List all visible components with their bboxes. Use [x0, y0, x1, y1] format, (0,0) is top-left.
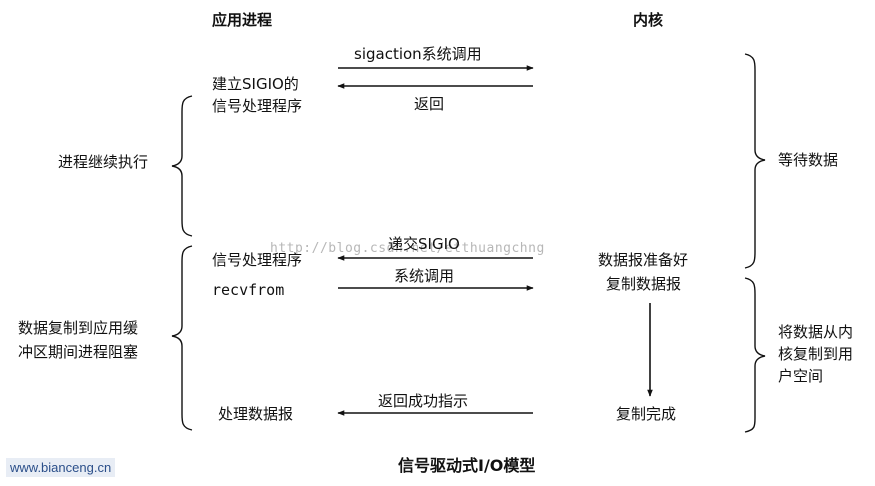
watermark-blog-url: http://blog.csdn.net/etthuangchng	[270, 241, 545, 256]
kernel-datagram-ready: 数据报准备好	[598, 251, 689, 269]
label-syscall: 系统调用	[394, 267, 455, 285]
kernel-copy-done: 复制完成	[616, 405, 677, 423]
app-process-datagram: 处理数据报	[218, 405, 294, 423]
right-label-copy-line2: 核复制到用	[778, 345, 854, 363]
header-app-process: 应用进程	[212, 11, 273, 29]
brace-right-copy	[744, 277, 766, 433]
right-label-copy-line3: 户空间	[778, 367, 824, 385]
left-label-blocked-line2: 冲区期间进程阻塞	[18, 343, 139, 361]
brace-left-blocked	[171, 245, 193, 431]
app-setup-line1: 建立SIGIO的	[212, 75, 299, 93]
brace-right-wait	[744, 53, 766, 269]
right-label-copy-line1: 将数据从内	[778, 323, 854, 341]
label-deliver-sigio: 递交SIGIO	[388, 235, 460, 253]
left-label-blocked-line1: 数据复制到应用缓	[18, 319, 139, 337]
header-kernel: 内核	[633, 11, 664, 29]
label-return1: 返回	[414, 95, 445, 113]
kernel-copy-datagram: 复制数据报	[606, 275, 682, 293]
watermark-site: www.bianceng.cn	[6, 458, 116, 477]
app-signal-handler: 信号处理程序	[212, 251, 303, 269]
app-setup-line2: 信号处理程序	[212, 97, 303, 115]
app-recvfrom: recvfrom	[212, 281, 285, 299]
brace-left-continue	[171, 95, 193, 237]
label-return-success: 返回成功指示	[378, 392, 469, 410]
right-label-wait: 等待数据	[778, 151, 839, 169]
figure-caption: 信号驱动式I/O模型	[398, 456, 536, 475]
left-label-continue: 进程继续执行	[58, 153, 149, 171]
label-sigaction-syscall: sigaction系统调用	[354, 45, 482, 63]
